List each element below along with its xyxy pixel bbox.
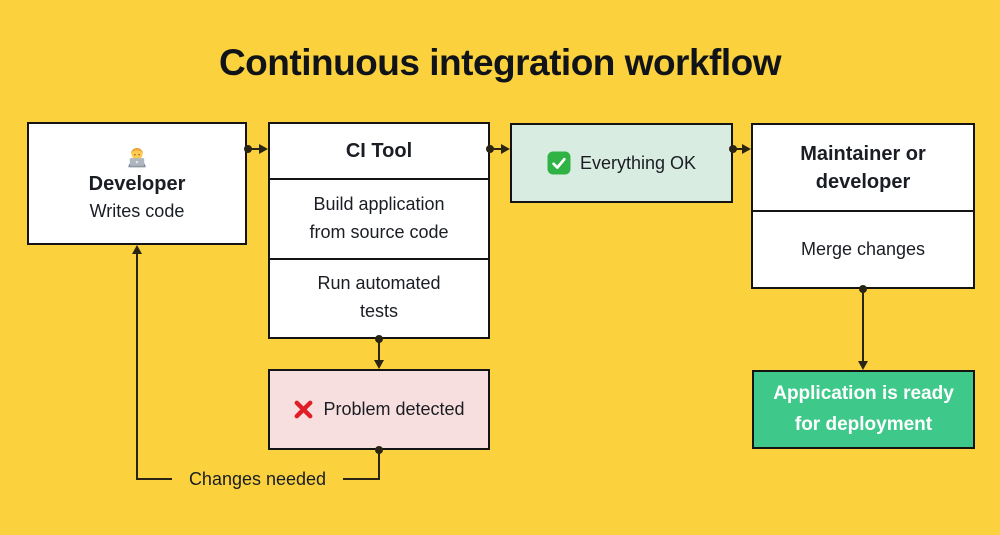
- developer-subtitle: Writes code: [89, 201, 185, 221]
- node-developer: Developer Writes code: [27, 122, 247, 245]
- node-maintainer: Maintainer or developer Merge changes: [751, 123, 975, 289]
- connector-maintainer-deployment: [862, 289, 864, 362]
- ci-tool-step-build: Build application from source code: [270, 178, 488, 258]
- connector-feedback-right-segment: [343, 478, 379, 480]
- connector-ci-problem: [378, 339, 380, 361]
- ci-tool-step-build-label: Build application from source code: [309, 193, 449, 242]
- node-ci-tool: CI Tool Build application from source co…: [268, 122, 490, 339]
- arrowhead-right-icon: [259, 144, 268, 154]
- arrowhead-down-icon: [858, 361, 868, 370]
- node-deployment: Application is ready for deployment: [752, 370, 975, 449]
- changes-needed-label: Changes needed: [188, 469, 327, 489]
- connector-ok-maintainer: [733, 148, 744, 150]
- connector-feedback-left-segment: [137, 478, 172, 480]
- connector-feedback-down: [378, 450, 380, 480]
- arrowhead-right-icon: [742, 144, 751, 154]
- node-everything-ok: Everything OK: [510, 123, 733, 203]
- developer-title: Developer: [88, 173, 186, 195]
- ci-tool-step-tests: Run automated tests: [270, 257, 488, 338]
- maintainer-title: Maintainer or developer: [753, 125, 973, 210]
- technologist-icon: [125, 145, 149, 168]
- check-mark-icon: [547, 151, 571, 175]
- connector-ci-ok: [490, 148, 503, 150]
- ci-tool-step-tests-label: Run automated tests: [317, 273, 441, 322]
- everything-ok-label: Everything OK: [579, 152, 697, 173]
- cross-mark-icon: [293, 399, 314, 420]
- problem-detected-label: Problem detected: [323, 399, 465, 419]
- node-problem-detected: Problem detected: [268, 369, 490, 450]
- arrowhead-right-icon: [501, 144, 510, 154]
- arrowhead-down-icon: [374, 360, 384, 369]
- deployment-label: Application is ready for deployment: [773, 383, 954, 435]
- connector-developer-ci: [248, 148, 261, 150]
- maintainer-action: Merge changes: [753, 210, 973, 287]
- connector-feedback-up: [136, 250, 138, 480]
- arrowhead-up-icon: [132, 245, 142, 254]
- diagram-title: Continuous integration workflow: [218, 42, 782, 83]
- maintainer-title-label: Maintainer or developer: [800, 142, 926, 193]
- ci-tool-title: CI Tool: [345, 139, 413, 162]
